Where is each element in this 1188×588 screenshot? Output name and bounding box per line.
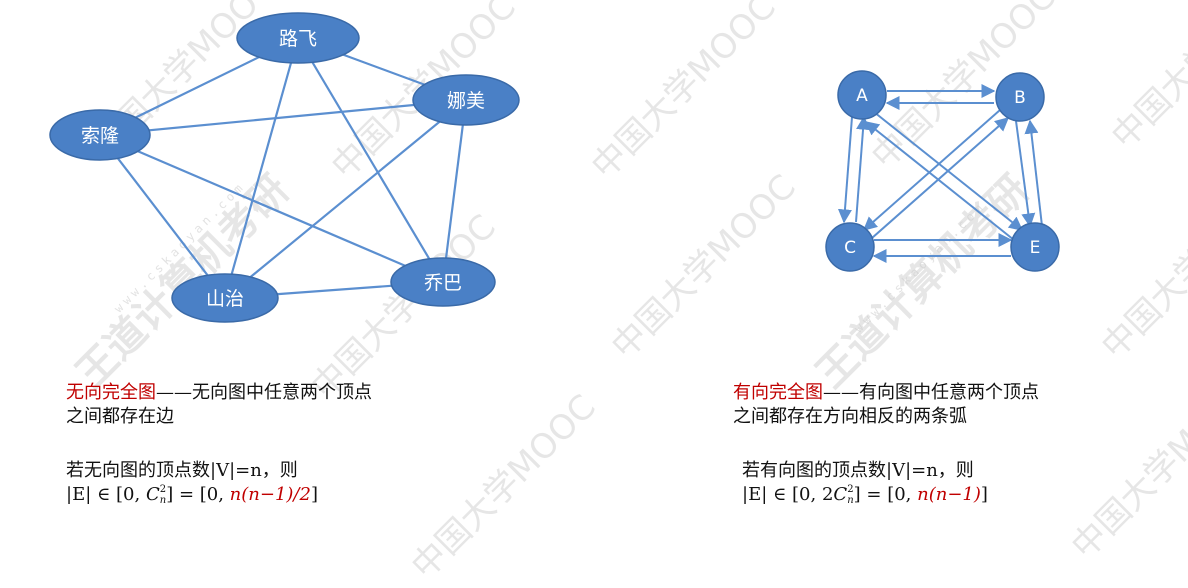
node-a <box>837 70 887 120</box>
directed-arcs <box>837 84 1043 263</box>
formula-sup: 2 <box>847 484 854 495</box>
arc-c-to-b <box>871 117 1010 239</box>
formula-sub: n <box>847 495 854 506</box>
formula-sub: n <box>159 495 167 506</box>
node-zoro <box>49 109 151 161</box>
edge-luffy-sanji <box>223 37 300 299</box>
directed-complete-term: 有向完全图 <box>733 382 823 403</box>
arc-a-to-c <box>837 116 853 224</box>
node-sanji-label: 山治 <box>206 288 244 310</box>
graph-canvas: 路飞 娜美 索隆 山治 乔巴 A B C E <box>49 12 1060 323</box>
arc-e-to-b <box>1024 119 1043 227</box>
undirected-definition: 无向完全图——无向图中任意两个顶点 之间都存在边 <box>66 381 372 429</box>
arc-b-to-c <box>862 109 1001 231</box>
node-c <box>825 222 875 272</box>
undirected-nodes: 路飞 娜美 索隆 山治 乔巴 <box>49 12 520 323</box>
formula-prefix: |E| ∈ [0, <box>66 484 146 505</box>
directed-def-line2: 之间都存在方向相反的两条弧 <box>733 406 967 427</box>
edge-zoro-sanji <box>99 134 226 299</box>
node-sanji <box>171 273 279 323</box>
node-b-label: B <box>1014 88 1026 108</box>
edge-zoro-chopper <box>99 133 444 284</box>
node-e <box>1010 222 1060 272</box>
formula-end: ] <box>310 484 318 505</box>
node-luffy <box>236 12 360 64</box>
edge-luffy-chopper <box>297 37 444 283</box>
arc-c-to-a <box>855 115 871 223</box>
arc-e-to-a <box>864 121 1015 241</box>
directed-nodes: A B C E <box>825 70 1060 272</box>
formula-mid: ] = [0, <box>166 484 230 505</box>
directed-condition: 若有向图的顶点数|V|=n，则 <box>742 460 974 481</box>
node-luffy-label: 路飞 <box>279 28 317 50</box>
edge-nami-chopper <box>441 99 468 283</box>
node-chopper-label: 乔巴 <box>424 272 462 294</box>
formula-result: n(n−1) <box>917 484 981 505</box>
formula-sup: 2 <box>159 484 167 495</box>
undirected-def-line2: 之间都存在边 <box>66 406 174 427</box>
node-chopper <box>390 257 496 307</box>
node-b <box>995 72 1045 122</box>
edge-nami-sanji <box>224 99 467 299</box>
node-e-label: E <box>1030 238 1041 258</box>
formula-c: C <box>145 484 160 505</box>
node-zoro-label: 索隆 <box>81 125 119 147</box>
arc-b-to-e <box>1015 120 1036 228</box>
formula-mid: ] = [0, <box>853 484 918 505</box>
node-nami-label: 娜美 <box>447 90 485 112</box>
node-c-label: C <box>844 238 856 258</box>
undirected-condition: 若无向图的顶点数|V|=n，则 <box>66 460 298 481</box>
directed-def-line1: ——有向图中任意两个顶点 <box>823 382 1039 403</box>
edge-nami-zoro <box>99 98 467 137</box>
formula-end: ] <box>980 484 988 505</box>
node-a-label: A <box>856 86 868 106</box>
formula-result: n(n−1)/2 <box>229 484 311 505</box>
directed-definition: 有向完全图——有向图中任意两个顶点 之间都存在方向相反的两条弧 <box>733 381 1039 429</box>
undirected-def-line1: ——无向图中任意两个顶点 <box>156 382 372 403</box>
formula-c: C <box>833 484 848 505</box>
formula-prefix: |E| ∈ [0, 2 <box>742 484 834 505</box>
undirected-complete-term: 无向完全图 <box>66 382 156 403</box>
node-nami <box>412 74 520 126</box>
undirected-edges <box>99 36 468 300</box>
